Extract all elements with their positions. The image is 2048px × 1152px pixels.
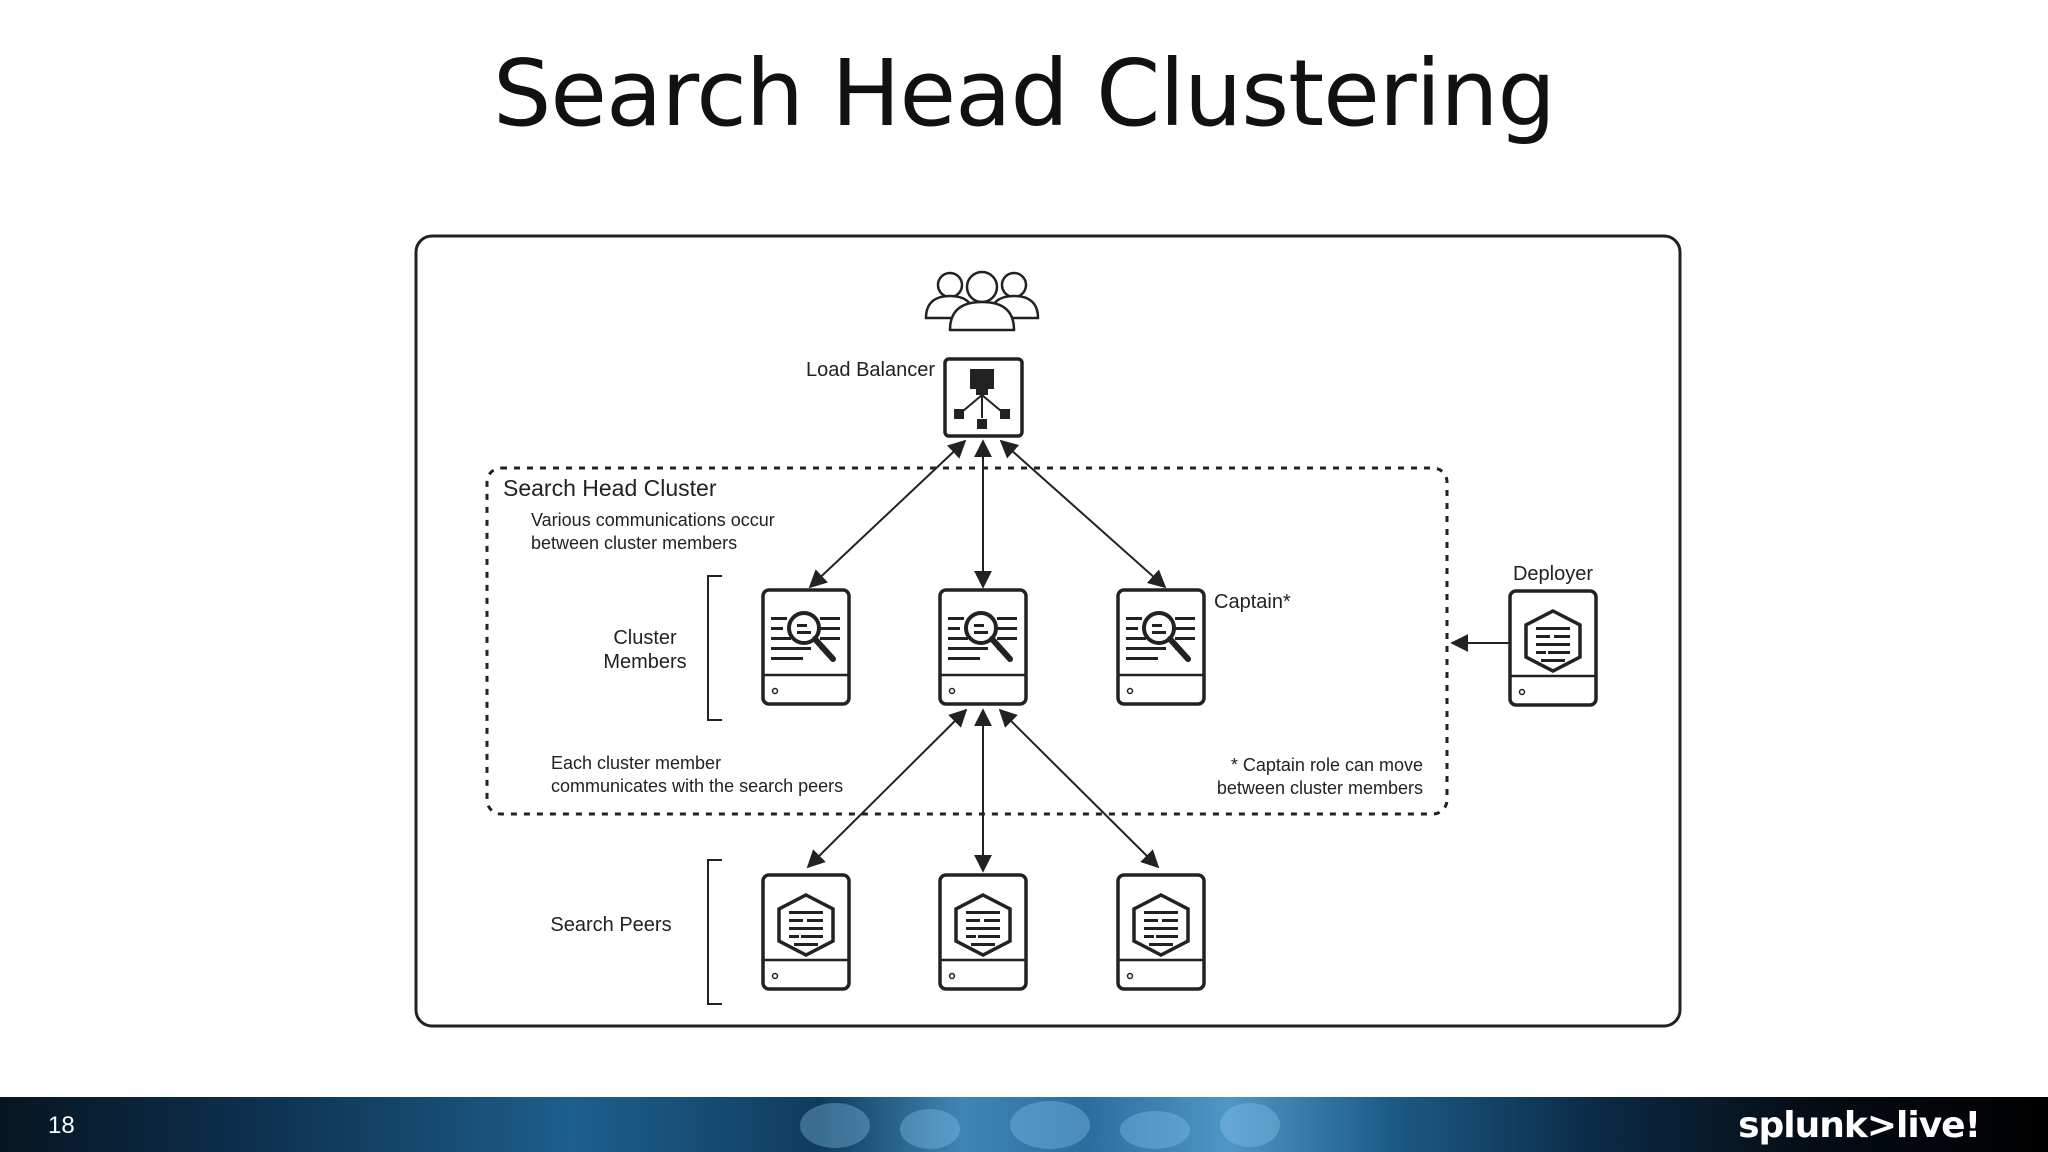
slide-title: Search Head Clustering — [493, 40, 1556, 147]
captain-note-line2: between cluster members — [1217, 778, 1423, 798]
peers-comm-line1: Each cluster member — [551, 753, 721, 773]
footer-banner: 18 splunk>live! — [0, 1097, 2048, 1152]
cluster-member-2 — [940, 590, 1026, 704]
cluster-member-captain — [1118, 590, 1204, 704]
search-peers-label: Search Peers — [550, 914, 671, 936]
load-balancer-label: Load Balancer — [806, 359, 935, 381]
peers-bracket — [707, 859, 722, 1005]
comm-note-line2: between cluster members — [531, 533, 737, 553]
load-balancer-icon — [943, 357, 1024, 438]
search-peer-3 — [1116, 873, 1206, 991]
search-peer-2 — [938, 873, 1028, 991]
cluster-member-1 — [763, 590, 849, 704]
captain-label: Captain* — [1214, 591, 1291, 613]
peers-comm-line2: communicates with the search peers — [551, 776, 843, 796]
captain-note-line1: * Captain role can move — [1231, 755, 1423, 775]
members-bracket — [707, 575, 722, 721]
page-number: 18 — [48, 1112, 75, 1139]
members-label-line1: Cluster — [613, 627, 677, 649]
comm-note-line1: Various communications occur — [531, 510, 775, 530]
member-peer-arrows — [806, 708, 1160, 873]
members-label-line2: Members — [603, 651, 686, 673]
deployer-label: Deployer — [1513, 563, 1593, 585]
brand-logo: splunk>live! — [1738, 1105, 1981, 1146]
users-icon — [924, 270, 1040, 332]
cluster-title: Search Head Cluster — [503, 475, 717, 501]
search-head-cluster-diagram: Load Balancer Search Head Cluster Variou… — [414, 234, 1682, 1028]
lb-member-arrows — [808, 439, 1167, 589]
deployer-server — [1508, 589, 1598, 707]
search-peer-1 — [761, 873, 851, 991]
diagram-frame — [414, 234, 1682, 1028]
